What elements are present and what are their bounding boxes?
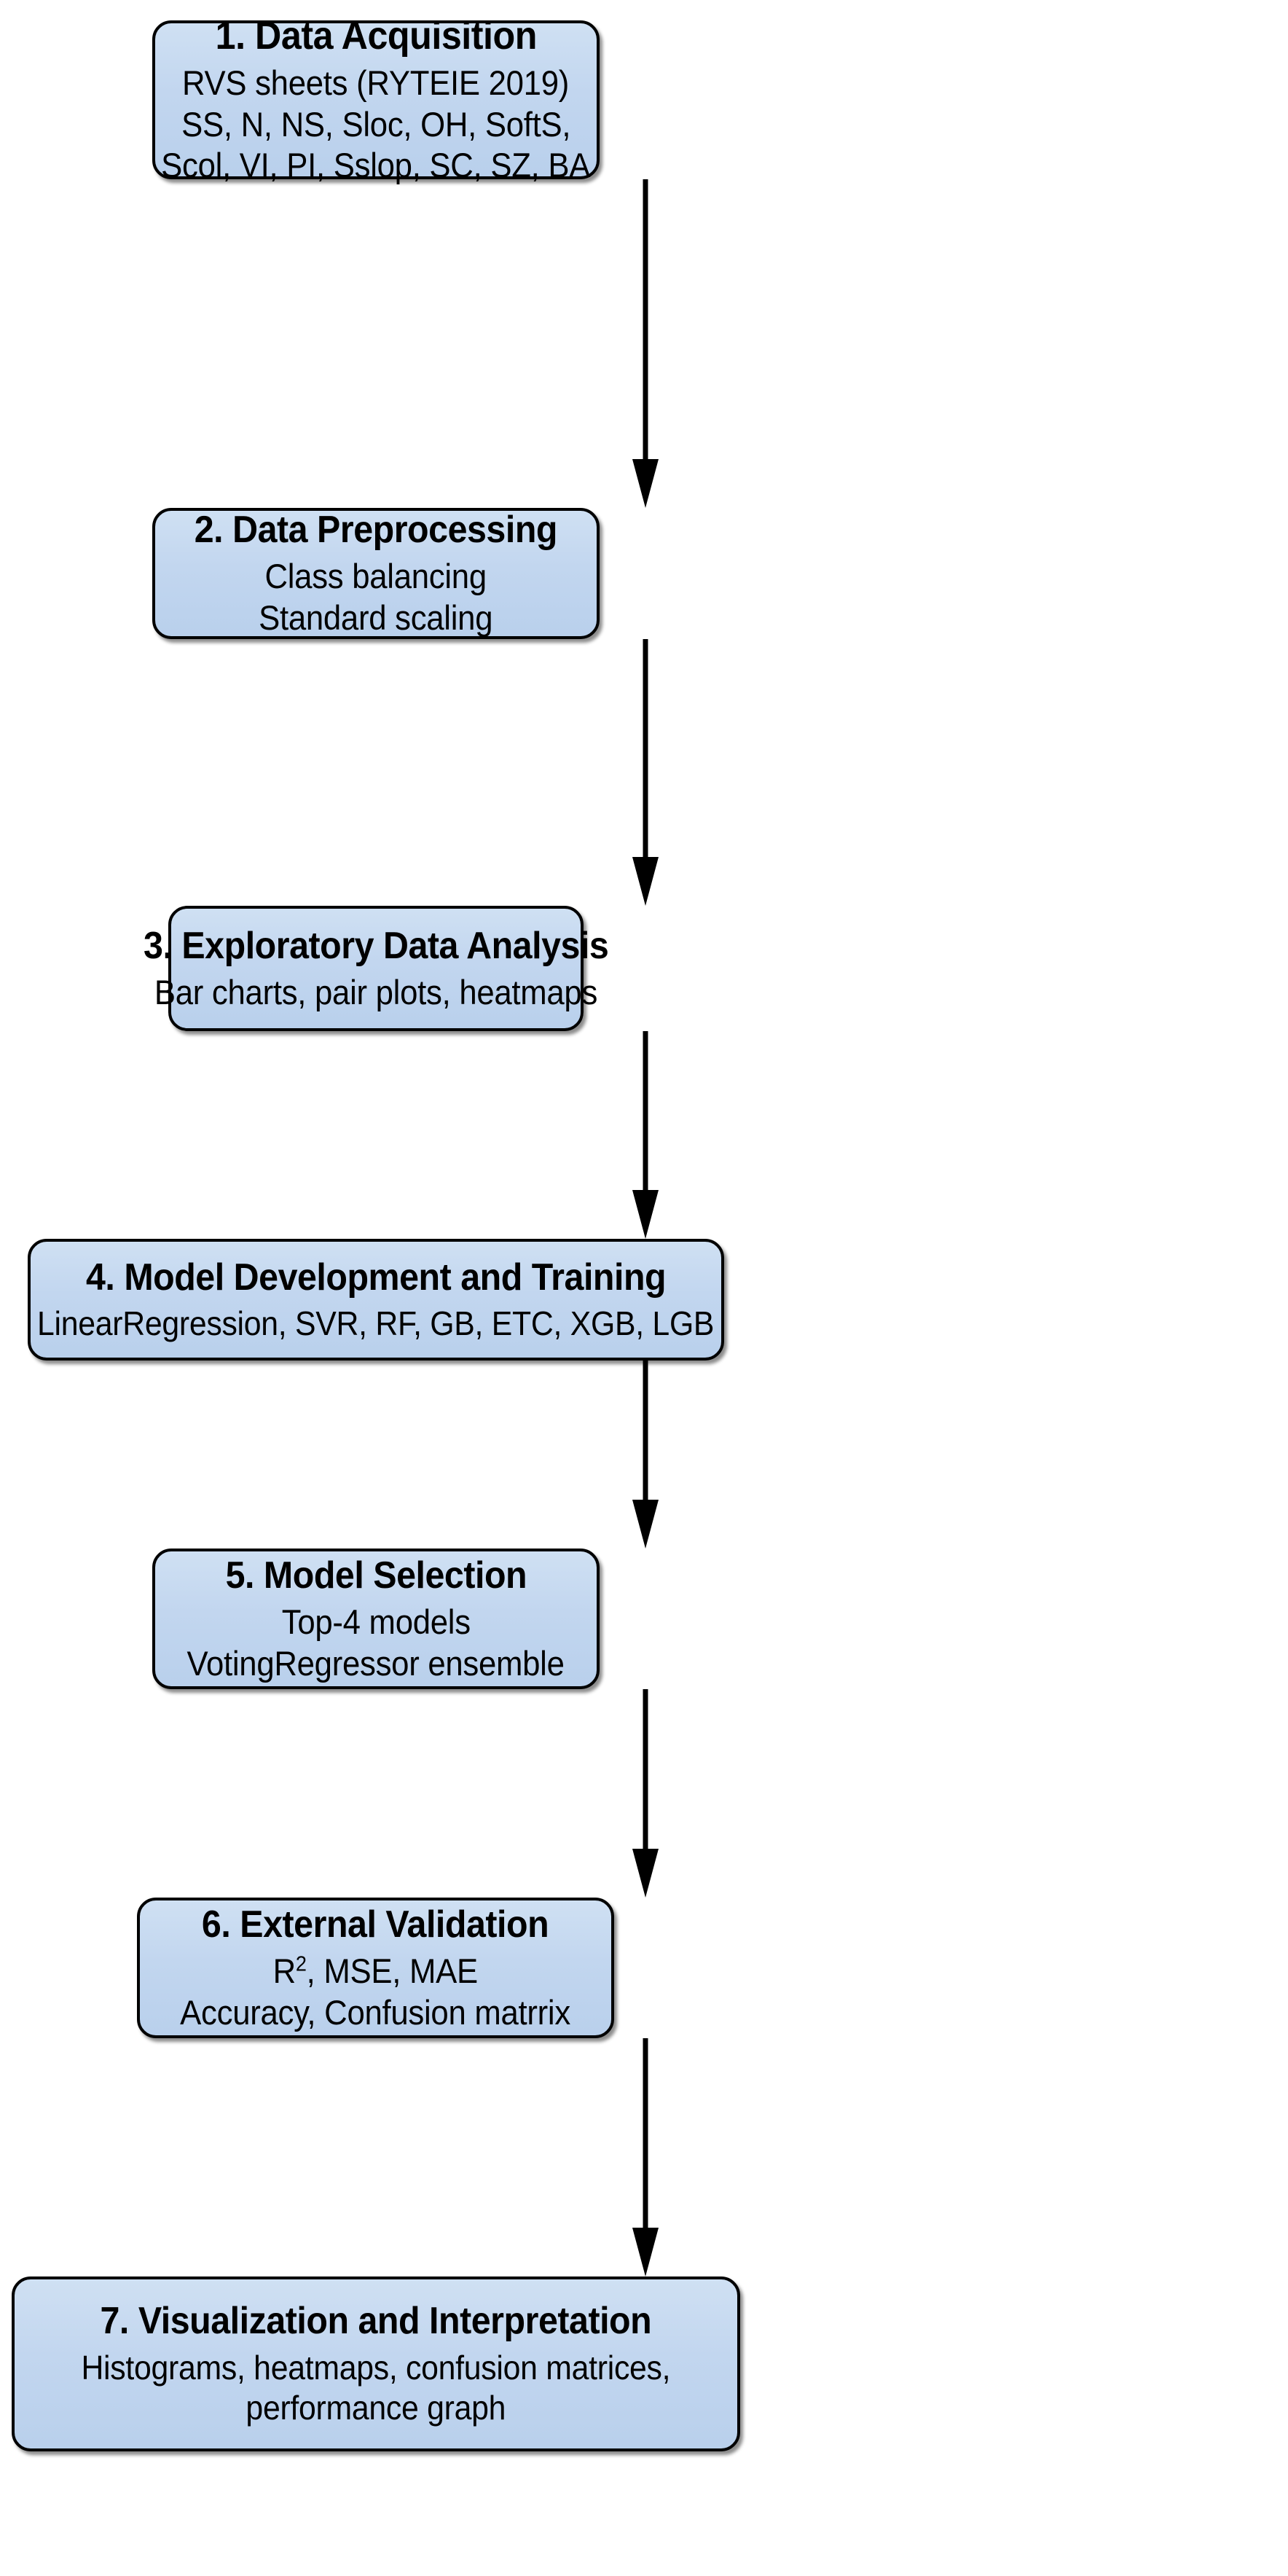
- node-title: 5. Model Selection: [225, 1554, 527, 1597]
- flow-arrow-1-to-2: [632, 179, 659, 508]
- flow-arrow-5-to-6: [632, 1689, 659, 1898]
- flowchart-node-visualization-and-interpretation[interactable]: 7. Visualization and Interpretation Hist…: [12, 2276, 740, 2451]
- flow-arrow-4-to-5: [632, 1361, 659, 1549]
- node-detail-line: Bar charts, pair plots, heatmaps: [154, 972, 598, 1011]
- flowchart-node-model-selection[interactable]: 5. Model Selection Top-4 models VotingRe…: [152, 1549, 600, 1689]
- node-title: 7. Visualization and Interpretation: [100, 2300, 652, 2343]
- flowchart-node-exploratory-data-analysis[interactable]: 3. Exploratory Data Analysis Bar charts,…: [144, 906, 609, 1031]
- node-detail-line: Top-4 models: [281, 1602, 471, 1641]
- flow-arrow-2-to-3: [632, 639, 659, 906]
- node-detail-line-metrics: R2, MSE, MAE: [272, 1951, 479, 1991]
- node-detail-line: performance graph: [246, 2389, 506, 2427]
- node-title: 3. Exploratory Data Analysis: [143, 924, 609, 967]
- flowchart-node-data-preprocessing[interactable]: 2. Data Preprocessing Class balancing St…: [152, 508, 600, 639]
- flow-arrow-3-to-4: [632, 1031, 659, 1239]
- node-detail-line: Standard scaling: [259, 598, 493, 638]
- flow-arrow-6-to-7: [632, 2038, 659, 2276]
- flowchart-node-model-development-and-training[interactable]: 4. Model Development and Training Linear…: [28, 1239, 724, 1361]
- node-detail-line: SS, N, NS, Sloc, OH, SoftS,: [181, 104, 571, 144]
- flowchart-node-data-acquisition[interactable]: 1. Data Acquisition RVS sheets (RYTEIE 2…: [152, 15, 600, 184]
- node-detail-line: Accuracy, Confusion matrrix: [180, 1992, 571, 2032]
- metrics-rest: , MSE, MAE: [306, 1951, 479, 1990]
- node-detail-line: RVS sheets (RYTEIE 2019): [182, 63, 570, 103]
- node-detail-line: Histograms, heatmaps, confusion matrices…: [81, 2348, 671, 2387]
- flowchart-node-external-validation[interactable]: 6. External Validation R2, MSE, MAE Accu…: [137, 1898, 614, 2038]
- node-detail-line: Scol, VI, PI, Sslop, SC, SZ, BA: [161, 146, 591, 185]
- node-detail-line: LinearRegression, SVR, RF, GB, ETC, XGB,…: [37, 1304, 715, 1342]
- node-title: 1. Data Acquisition: [215, 13, 537, 58]
- node-title: 2. Data Preprocessing: [194, 509, 558, 552]
- node-detail-line: VotingRegressor ensemble: [186, 1643, 565, 1683]
- node-detail-line: Class balancing: [264, 557, 487, 596]
- node-title: 6. External Validation: [202, 1903, 549, 1946]
- r-squared-exponent: 2: [296, 1952, 307, 1976]
- node-title: 4. Model Development and Training: [85, 1256, 667, 1299]
- r-squared-base: R: [272, 1951, 297, 1990]
